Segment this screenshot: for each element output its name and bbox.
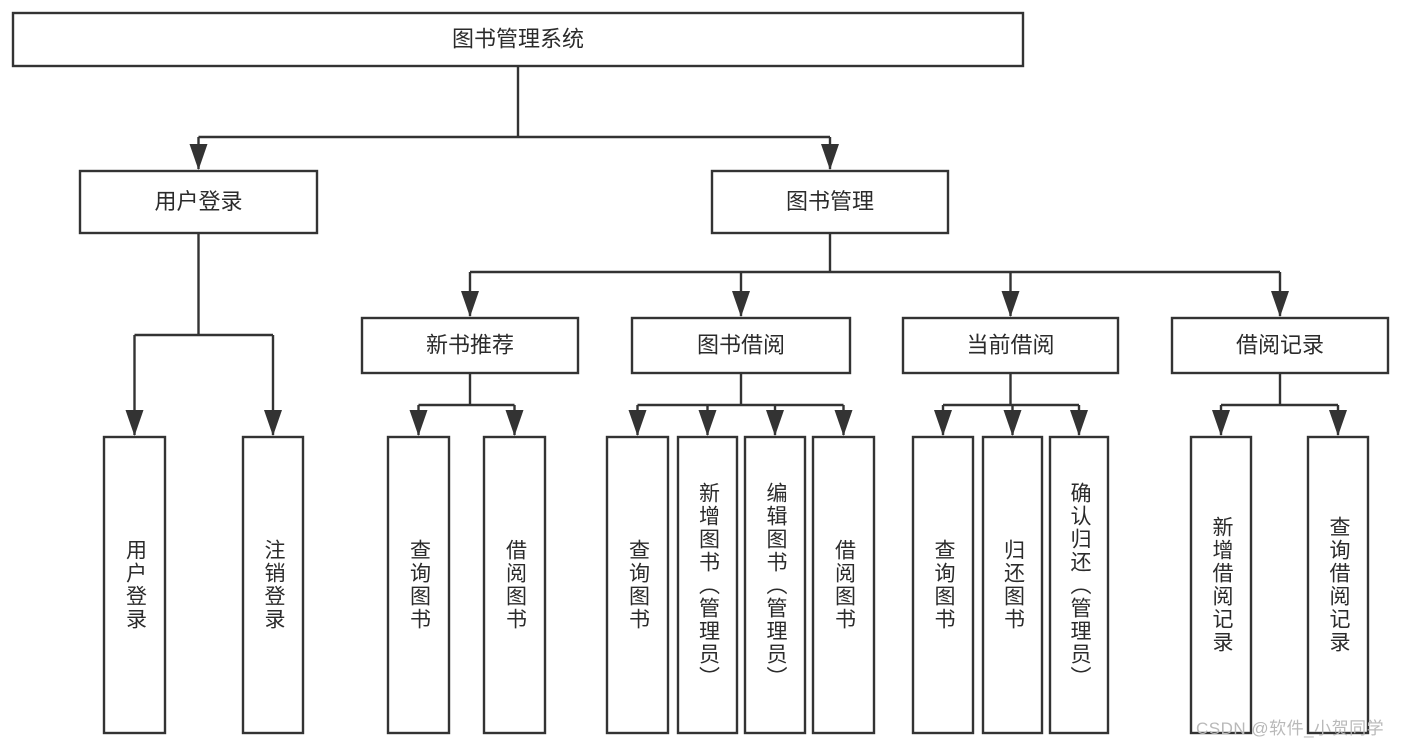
node-label: 用户登录 [154,189,242,214]
node-borrow-record[interactable]: 借阅记录 [1170,316,1390,375]
node-leaf-borrow-book[interactable] [811,435,876,735]
node-leaf-user-login[interactable] [102,435,167,735]
node-leaf-add-record[interactable] [1189,435,1253,735]
arrow-head-icon [409,410,428,436]
node-box[interactable] [1306,435,1370,735]
node-leaf-return-book[interactable] [981,435,1044,735]
arrow-head-icon [461,291,479,317]
node-box[interactable] [1189,435,1253,735]
arrow-head-icon [125,410,144,436]
arrow-head-icon [1271,291,1289,317]
connector-edge-book-manage-split [461,233,1289,317]
node-label: 新书推荐 [426,332,514,357]
node-box[interactable] [78,169,319,235]
arrow-head-icon [821,144,839,170]
arrow-head-icon [1212,410,1230,436]
node-book-borrow[interactable]: 图书借阅 [630,316,852,375]
connector-edge-user-login-split [125,233,282,436]
node-box[interactable] [1048,435,1110,735]
node-box[interactable] [102,435,167,735]
node-leaf-add-book[interactable] [676,435,739,735]
connector-edge-borrow-record-split [1212,373,1347,436]
arrow-head-icon [1070,410,1088,436]
node-label: 当前借阅 [966,332,1054,357]
node-box[interactable] [676,435,739,735]
node-box[interactable] [710,169,950,235]
node-label: 借阅记录 [1236,332,1324,357]
node-box[interactable] [360,316,580,375]
node-box[interactable] [630,316,852,375]
connector-edge-current-borrow-split [934,373,1088,436]
node-box[interactable] [1170,316,1390,375]
node-leaf-query-book-borrow[interactable] [605,435,670,735]
node-leaf-confirm-return[interactable] [1048,435,1110,735]
arrow-head-icon [264,410,282,436]
arrow-head-icon [1001,291,1020,317]
connector-edge-new-book-split [409,373,524,436]
node-root[interactable]: 图书管理系统 [11,11,1025,68]
node-leaf-edit-book[interactable] [743,435,807,735]
node-label: 图书借阅 [697,332,785,357]
node-box[interactable] [911,435,975,735]
node-box[interactable] [811,435,876,735]
arrow-head-icon [505,410,524,436]
node-new-book-recommend[interactable]: 新书推荐 [360,316,580,375]
node-book-manage[interactable]: 图书管理 [710,169,950,235]
node-box[interactable] [386,435,451,735]
arrow-head-icon [698,410,717,436]
arrow-head-icon [1329,410,1347,436]
arrow-head-icon [189,144,208,170]
node-label: 图书管理系统 [452,26,584,51]
connector-edge-book-borrow-split [628,373,853,436]
node-label: 图书管理 [786,189,874,214]
arrow-head-icon [834,410,853,436]
node-leaf-query-book-current[interactable] [911,435,975,735]
node-leaf-query-book-rec[interactable] [386,435,451,735]
node-box[interactable] [605,435,670,735]
node-current-borrow[interactable]: 当前借阅 [901,316,1120,375]
node-box[interactable] [901,316,1120,375]
node-leaf-user-logout[interactable] [241,435,305,735]
arrow-head-icon [732,291,750,317]
watermark: CSDN @软件_小贺同学 [1196,719,1385,738]
connector-edge-root-split [189,66,839,170]
node-box[interactable] [241,435,305,735]
node-leaf-query-record[interactable] [1306,435,1370,735]
node-box[interactable] [482,435,547,735]
node-box[interactable] [11,11,1025,68]
node-user-login[interactable]: 用户登录 [78,169,319,235]
node-box[interactable] [743,435,807,735]
node-box[interactable] [981,435,1044,735]
node-leaf-borrow-book-rec[interactable] [482,435,547,735]
arrow-head-icon [1003,410,1022,436]
arrow-head-icon [766,410,784,436]
arrow-head-icon [628,410,647,436]
arrow-head-icon [934,410,952,436]
